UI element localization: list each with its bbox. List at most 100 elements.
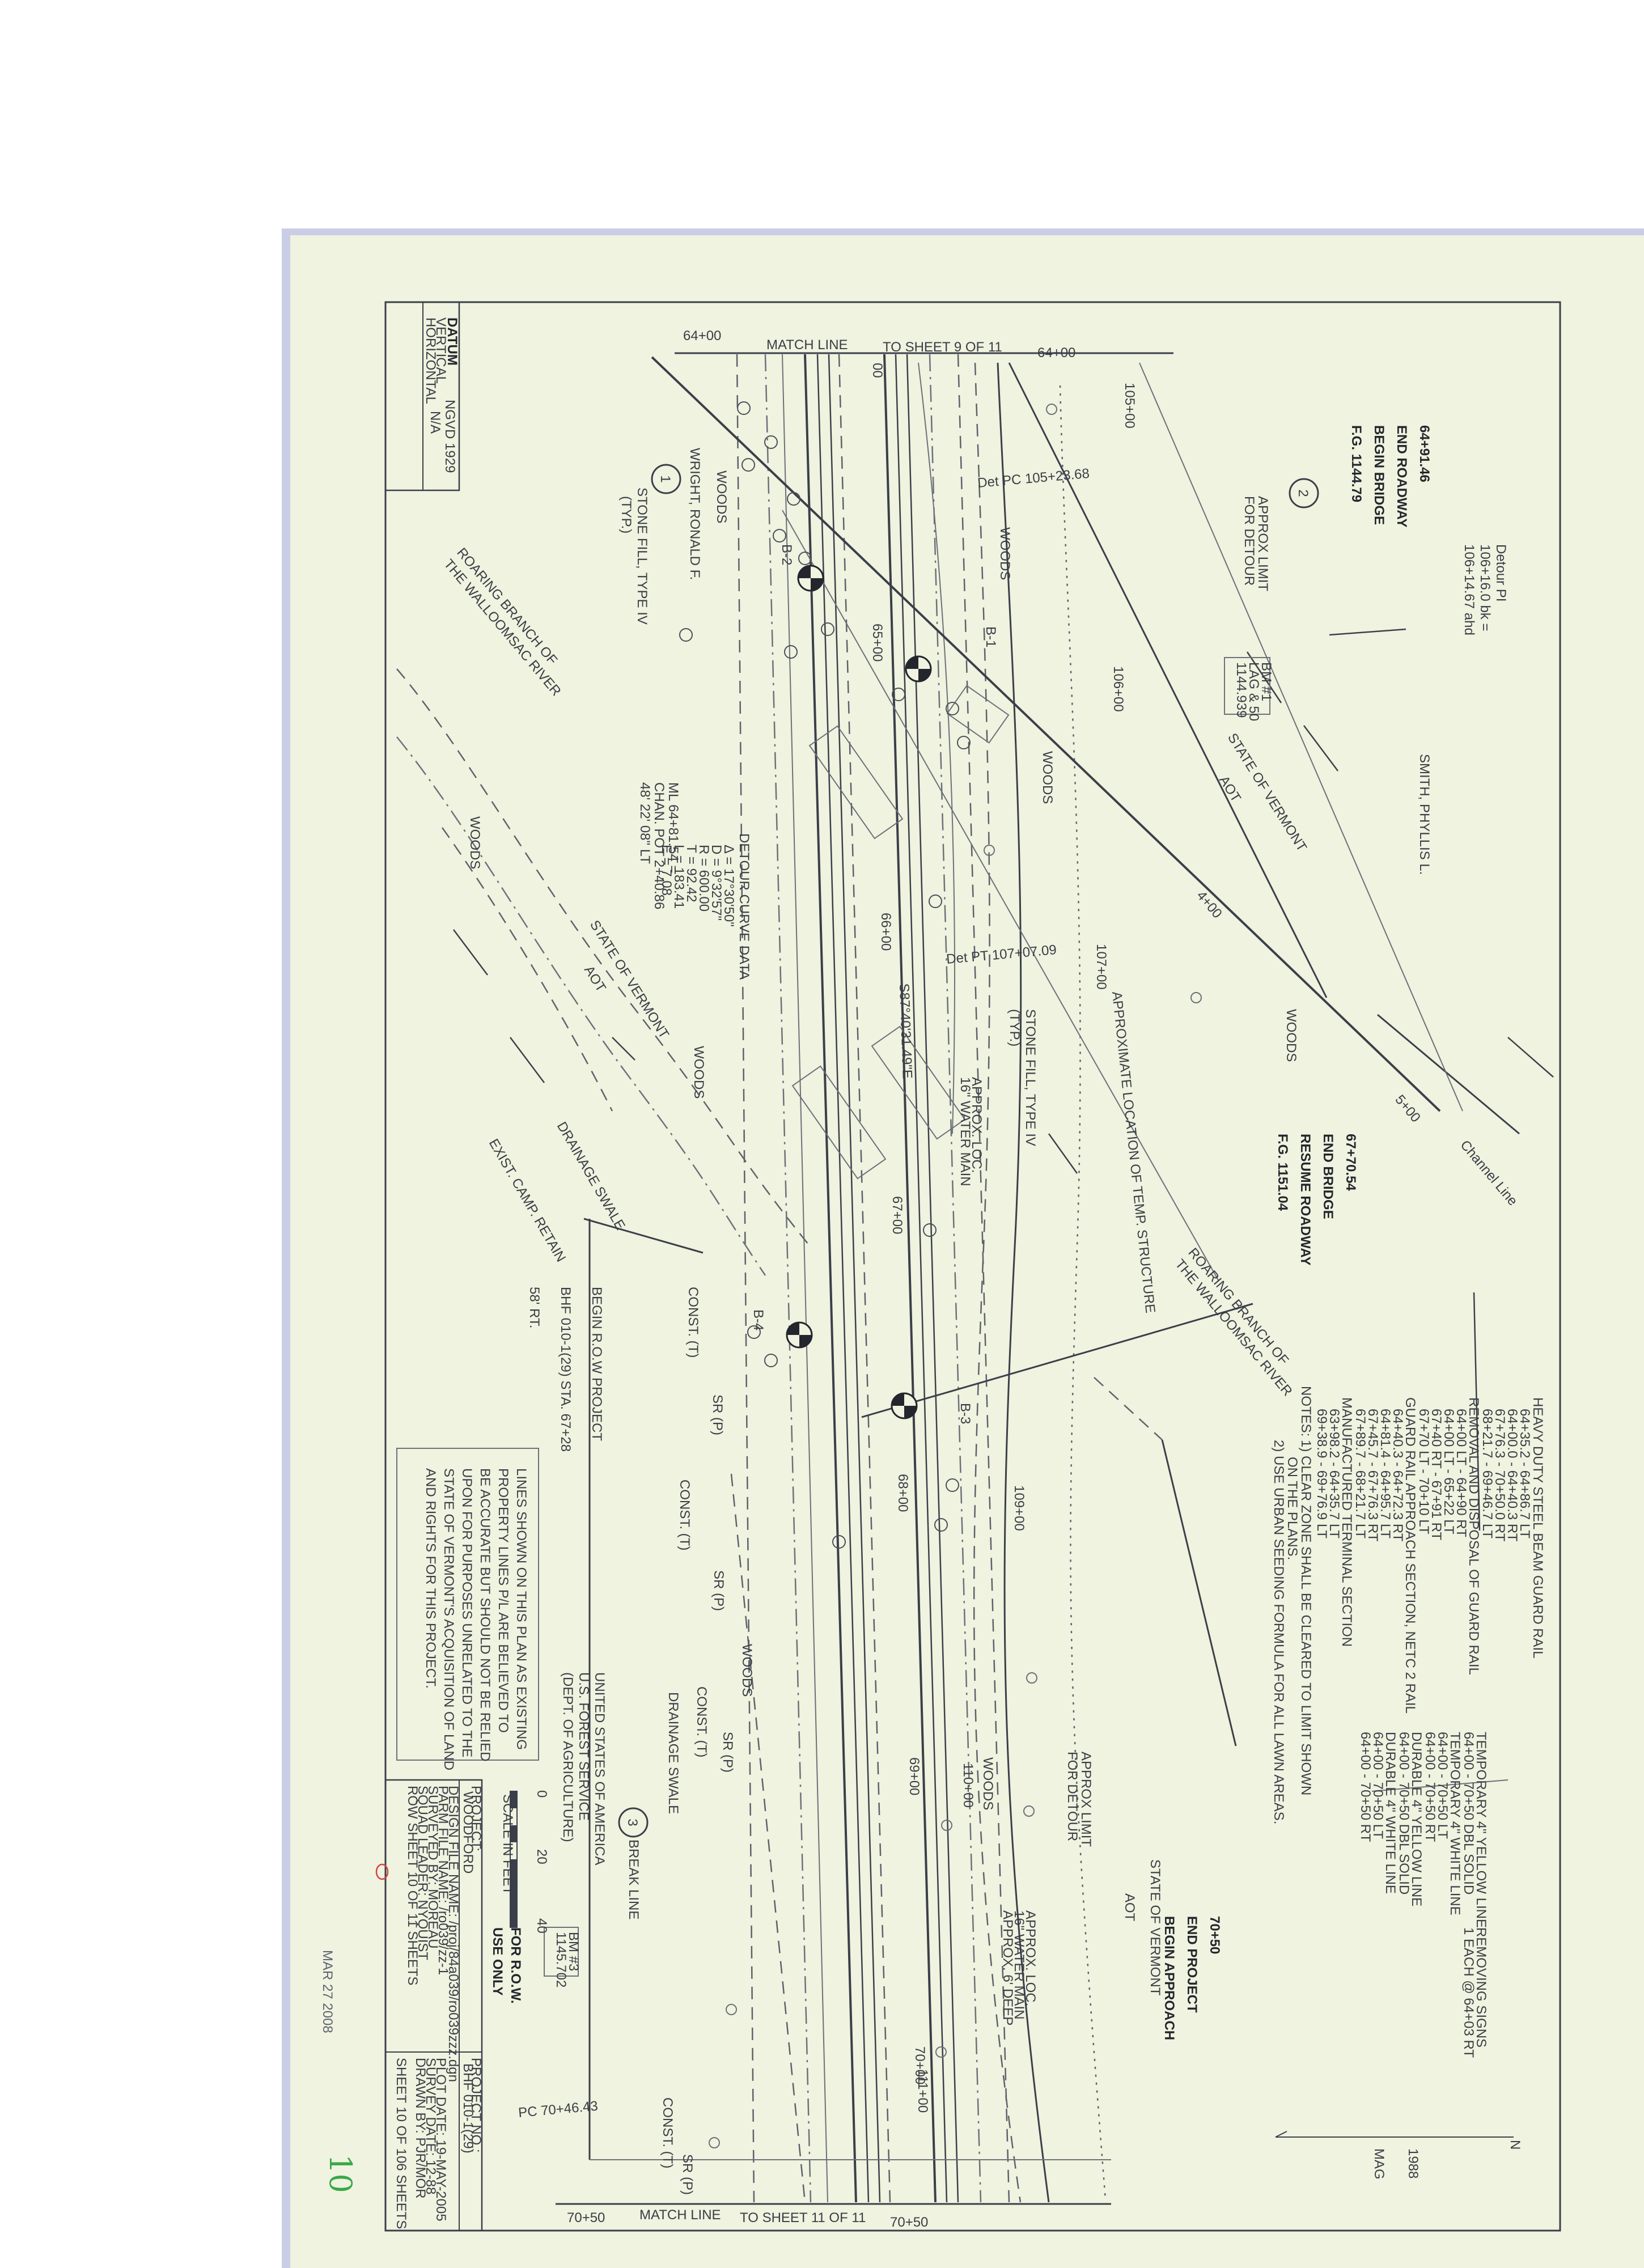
drainage-swale-2: DRAINAGE SWALE: [666, 1692, 681, 1814]
end-bridge-station: 67+70.54: [1343, 1134, 1358, 1191]
woods-3: WOODS: [1040, 751, 1055, 804]
guardrail-title: HEAVY DUTY STEEL BEAM GUARD RAIL: [1530, 1397, 1545, 1659]
survey-date: SURVEY DATE: 12-88: [423, 2058, 438, 2194]
tree-icon: [957, 736, 971, 749]
woods-7: WOODS: [739, 1644, 755, 1697]
disclaimer-box: LINES SHOWN ON THIS PLAN AS EXISTING PRO…: [396, 1448, 539, 1770]
bm3-b: 1145.702: [553, 1932, 569, 1987]
owner-smith: SMITH, PHYLLIS L.: [1417, 754, 1432, 875]
end-project-annotation: 70+50 END PROJECT BEGIN APPROACH: [1162, 1916, 1222, 2040]
sr-p-1: SR (P): [710, 1394, 725, 1435]
stone-fill-1b: (TYP.): [618, 496, 634, 533]
callout-circle-2: 2: [1289, 478, 1319, 508]
detour-curve-d: D = 9°32'57": [709, 845, 724, 921]
bridge-footprints: [791, 685, 1010, 1180]
row-use-line2: USE ONLY: [490, 1927, 505, 1995]
end-bridge-line3: RESUME ROADWAY: [1298, 1134, 1313, 1265]
begin-row-line3: 58' RT.: [527, 1287, 542, 1329]
terminal-item-1: 63+98.2 - 64+35.7 LT: [1327, 1409, 1342, 1538]
tree-icon: [737, 401, 751, 415]
river-channel: [396, 651, 1554, 1276]
approach-item-3: 67+45.7 - 67+76.3 RT: [1365, 1409, 1380, 1542]
woods-6: WOODS: [691, 1046, 706, 1099]
begin-bridge-annotation: 64+91.46 END ROADWAY BEGIN BRIDGE F.G. 1…: [1329, 425, 1432, 636]
water-main-1b: 16" WATER MAIN: [957, 1077, 973, 1186]
durable-white-item-2: 64+00 - 70+50 RT: [1358, 1732, 1373, 1842]
detour-curve-delta: Δ = 17°30'50": [721, 845, 736, 927]
end-bridge-line2: END BRIDGE: [1320, 1134, 1336, 1219]
end-bridge-annotation: 67+70.54 END BRIDGE RESUME ROADWAY F.G. …: [1275, 1134, 1358, 1265]
guardrail-item-2: 64+00.0 - 64+40.3 RT: [1505, 1409, 1520, 1542]
stone-fill-1a: STONE FILL, TYPE IV: [634, 487, 650, 625]
disclaimer-line-6: AND RIGHTS FOR THIS PROJECT.: [423, 1468, 438, 1689]
note-1: 1) CLEAR ZONE SHALL BE CLEARED TO LIMIT …: [1298, 1440, 1313, 1795]
match-line-bottom: 70+50 MATCH LINE TO SHEET 11 OF 11 70+50: [556, 2203, 1111, 2230]
station-10600: 106+00: [1111, 666, 1126, 712]
begin-row-line2: BHF 010-1(29) STA. 67+28: [558, 1287, 573, 1452]
magnetic-year: 1988: [1405, 2148, 1421, 2178]
detour-pi-label: Detour PI: [1493, 544, 1509, 601]
end-bridge-line4: F.G. 1151.04: [1275, 1134, 1290, 1211]
scale-tick-0: 0: [534, 1790, 549, 1798]
const-label-3: CONST. (T): [694, 1686, 709, 1757]
end-project-station: 70+50: [1207, 1916, 1222, 1954]
detour-curve-t: T = 92.42: [684, 845, 699, 902]
tree-icon: [923, 1223, 937, 1237]
approach-title: GUARD RAIL APPROACH SECTION, NETC 2 RAIL: [1403, 1397, 1418, 1714]
tree-icon: [946, 702, 959, 715]
const-label-4: CONST. (T): [660, 2097, 675, 2168]
station-top-left: 64+00: [683, 328, 721, 344]
striping-white-item-1: 64+00 - 70+50 LT: [1435, 1732, 1450, 1839]
tree-icon: [946, 1478, 959, 1492]
station-6600: 66+00: [878, 913, 893, 951]
tree-icon: [821, 622, 834, 636]
water-main-1a: APPROX. LOC.: [969, 1077, 984, 1173]
boring-b3: B-3: [957, 1403, 973, 1424]
disclaimer-line-5: STATE OF VERMONT'S ACQUISITION OF LAND: [441, 1468, 456, 1770]
detour-curve-l: L = 183.41: [671, 845, 687, 909]
tree-symbols: [679, 401, 971, 1549]
tree-icon: [934, 1518, 948, 1532]
tree-icon: [784, 645, 798, 659]
tree-icon: [773, 529, 786, 542]
tree-icon: [892, 688, 905, 701]
approx-limit-2b: FOR DETOUR: [1065, 1752, 1080, 1841]
station-bottom-left: 70+50: [567, 2210, 605, 2225]
detour-pi-back: 106+16.0 bk =: [1477, 544, 1493, 631]
squad-leader: SQUAD LEADER: NYQUIST: [415, 1786, 430, 1960]
datum-box: DATUM VERTICAL HORIZONTAL NGVD 1929 N/A: [384, 301, 460, 491]
stone-fill-2a: STONE FILL, TYPE IV: [1023, 1009, 1038, 1146]
north-arrow: N MAG 1988: [1275, 2131, 1523, 2180]
callout-number: 1: [658, 475, 673, 482]
datum-horizontal-value: N/A: [427, 411, 443, 434]
row-sheet: ROW SHEET 10 OF 11 SHEETS: [405, 1786, 420, 1986]
station-6700: 67+00: [889, 1196, 905, 1234]
const-label-1: CONST. (T): [685, 1287, 701, 1358]
row-use-line1: FOR R.O.W.: [508, 1927, 523, 2004]
tree-icon: [764, 1354, 778, 1367]
callout-circle-1: 1: [651, 464, 681, 494]
red-circle-mark: [375, 1863, 389, 1880]
ml-chan-1: ML 64+81.54 =: [666, 782, 681, 874]
detour-curve-e: E = 7.08: [659, 845, 674, 896]
boring-b1-marker: [905, 655, 932, 682]
end-project-line3: BEGIN APPROACH: [1162, 1916, 1177, 2040]
north-arrow-label: N: [1507, 2140, 1523, 2150]
stone-fill-2b: (TYP.): [1007, 1009, 1022, 1046]
match-line-top: 64+00 MATCH LINE TO SHEET 9 OF 11 64+00: [675, 328, 1173, 361]
drawn-by: DRAWN BY: PJR/MOR: [413, 2058, 428, 2198]
striping-white-title: TEMPORARY 4" WHITE LINE: [1447, 1732, 1463, 1915]
ml-chan-3: 48' 22' 08" LT: [637, 782, 652, 864]
scale-tick-40: 40: [534, 1918, 549, 1934]
disclaimer-line-1: LINES SHOWN ON THIS PLAN AS EXISTING: [514, 1468, 529, 1750]
striping-white-item-2: 64+00 - 70+50 RT: [1422, 1732, 1438, 1842]
sr-p-4: SR (P): [680, 2154, 695, 2195]
boring-b4: B-4: [751, 1309, 766, 1330]
station-7000: 70+00: [912, 2046, 927, 2084]
station-11100: 111+00: [915, 2069, 930, 2113]
removal-item-3: 67+40 RT - 67+91 RT: [1429, 1409, 1444, 1541]
removal-item-1: 64+00 LT - 64+90 RT: [1454, 1409, 1469, 1537]
usfs-line1: UNITED STATES OF AMERICA: [592, 1672, 607, 1865]
sheet-border: [384, 301, 1561, 2232]
approx-limit-1a: APPROX LIMIT: [1255, 496, 1270, 591]
